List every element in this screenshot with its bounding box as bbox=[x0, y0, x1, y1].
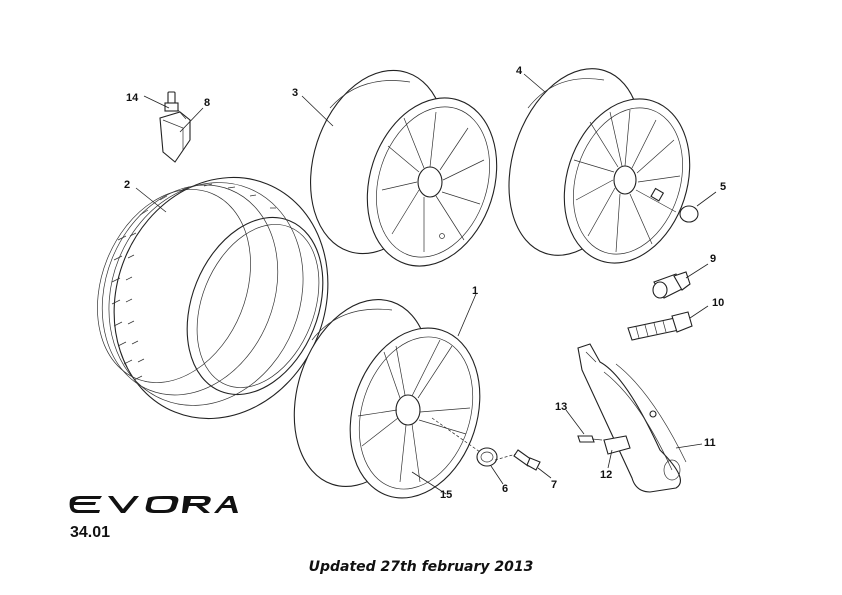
callout-4: 4 bbox=[516, 65, 523, 77]
callout-11: 11 bbox=[704, 437, 716, 449]
locking-nut-part bbox=[652, 271, 691, 299]
callout-2: 2 bbox=[124, 179, 130, 191]
callout-9: 9 bbox=[710, 253, 716, 265]
callout-7: 7 bbox=[551, 479, 557, 491]
leader-lines bbox=[135, 73, 717, 495]
tyre-part bbox=[97, 176, 329, 420]
evora-logo bbox=[69, 496, 238, 513]
wheel-multi-spoke-part bbox=[508, 68, 691, 264]
callout-15: 15 bbox=[440, 489, 452, 501]
callout-8: 8 bbox=[204, 97, 210, 109]
callout-14: 14 bbox=[126, 92, 139, 104]
centre-cap-part bbox=[679, 205, 699, 223]
footer-update-note: Updated 27th february 2013 bbox=[308, 559, 534, 575]
callout-10: 10 bbox=[712, 297, 724, 309]
callout-6: 6 bbox=[502, 483, 508, 495]
callout-13: 13 bbox=[555, 401, 567, 413]
valve-adaptor-part bbox=[577, 435, 603, 443]
callout-labels: 1 2 3 4 5 6 7 8 9 10 11 12 13 14 15 bbox=[124, 65, 726, 501]
page-number: 34.01 bbox=[70, 524, 111, 541]
wheel-bolt-part bbox=[513, 449, 541, 471]
wheel-5-twin-spoke-part bbox=[293, 299, 481, 499]
callout-3: 3 bbox=[292, 87, 298, 99]
bracket-part bbox=[603, 435, 631, 455]
callout-12: 12 bbox=[600, 469, 612, 481]
centre-cap-lower-part bbox=[476, 447, 498, 467]
wheel-10-spoke-part bbox=[310, 69, 498, 267]
tyre-sealant-bottle-part bbox=[577, 343, 687, 493]
callout-1: 1 bbox=[472, 285, 478, 297]
locking-key-part bbox=[627, 311, 693, 341]
callout-5: 5 bbox=[720, 181, 726, 193]
tpms-sensor-part bbox=[159, 91, 191, 163]
